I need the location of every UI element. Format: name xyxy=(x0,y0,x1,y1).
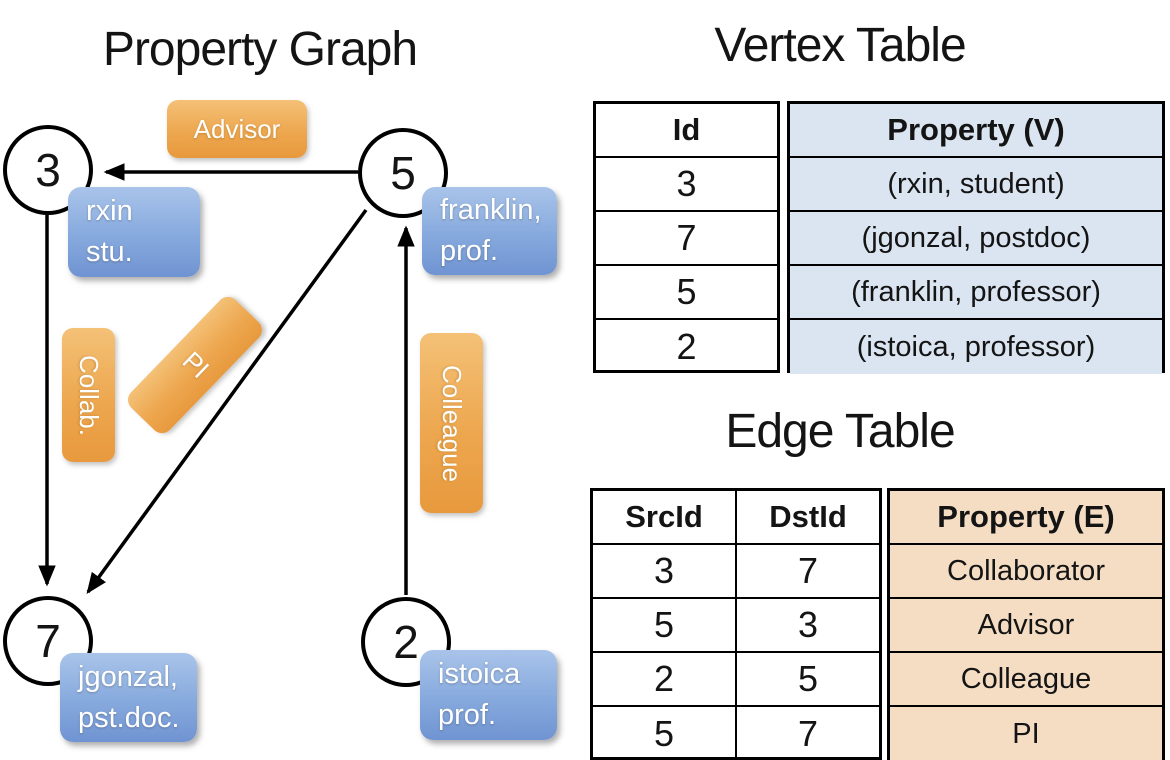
node-id-label: 7 xyxy=(35,615,61,667)
vertex-label-line1: istoica xyxy=(438,658,521,691)
vertex-label-line2: prof. xyxy=(440,235,499,267)
edge-label-pi: PI xyxy=(123,292,267,438)
edge-label-text: Advisor xyxy=(193,113,281,144)
vertex-table-property-cell: (istoica, professor) xyxy=(790,320,1162,374)
vertex-label-line1: rxin xyxy=(86,195,133,228)
edge-table-srcid-cell: 5 xyxy=(593,599,737,651)
vertex-table-id-cell: 7 xyxy=(596,212,777,266)
vertex-table-property-cell: (rxin, student) xyxy=(790,158,1162,212)
edge-label-collab: Collab. xyxy=(62,328,115,462)
node-id-label: 5 xyxy=(390,147,416,199)
edge-label-text: PI xyxy=(176,345,215,384)
node-id-label: 3 xyxy=(35,144,61,196)
vertex-table-property-column: Property (V) (rxin, student) (jgonzal, p… xyxy=(787,101,1165,374)
edge-table-srcid-cell: 2 xyxy=(593,653,737,705)
vertex-table-id-column: Id 3 7 5 2 xyxy=(593,101,780,373)
edge-table-property-column: Property (E) Collaborator Advisor Collea… xyxy=(887,488,1165,760)
edge-table-dstid-cell: 7 xyxy=(797,713,819,754)
vertex-label-franklin: franklin, prof. xyxy=(422,187,557,275)
vertex-label-jgonzal: jgonzal, pst.doc. xyxy=(60,653,197,742)
edge-table-dstid-cell: 5 xyxy=(797,658,819,699)
edge-table-id-row: 2 5 xyxy=(593,653,879,707)
edge-table-dstid-cell: 7 xyxy=(797,550,819,591)
edge-table-id-columns: SrcId DstId 3 7 5 3 2 5 5 7 xyxy=(590,488,882,760)
edge-table-dstid-cell: 3 xyxy=(797,604,819,645)
edge-table-dstid-header: DstId xyxy=(769,499,847,534)
vertex-label-line2: prof. xyxy=(438,699,497,731)
edge-table-srcid-header: SrcId xyxy=(593,491,737,543)
edge-table-property-cell: Colleague xyxy=(890,653,1162,707)
vertex-label-istoica: istoica prof. xyxy=(420,650,557,740)
vertex-table-property-header: Property (V) xyxy=(790,104,1162,158)
vertex-table-property-cell: (franklin, professor) xyxy=(790,266,1162,320)
edge-label-text: Collab. xyxy=(74,354,104,436)
edge-label-text: Colleague xyxy=(437,364,467,482)
vertex-table-id-header: Id xyxy=(596,104,777,158)
edge-table-id-header-row: SrcId DstId xyxy=(593,491,879,545)
vertex-table-property-cell: (jgonzal, postdoc) xyxy=(790,212,1162,266)
edge-label-colleague: Colleague xyxy=(420,333,483,513)
property-graph-title: Property Graph xyxy=(102,23,418,76)
vertex-label-line2: pst.doc. xyxy=(78,701,180,734)
vertex-table-title: Vertex Table xyxy=(714,19,966,72)
vertex-table-id-cell: 2 xyxy=(676,326,697,367)
vertex-label-line2: stu. xyxy=(86,236,133,268)
edge-table-id-row: 3 7 xyxy=(593,545,879,599)
vertex-label-rxin: rxin stu. xyxy=(68,187,200,277)
edge-label-advisor: Advisor xyxy=(167,100,307,158)
edge-table-srcid-cell: 5 xyxy=(593,707,737,760)
edge-table-property-cell: PI xyxy=(890,707,1162,760)
edge-table-id-row: 5 3 xyxy=(593,599,879,653)
edge-table-id-row: 5 7 xyxy=(593,707,879,760)
graph-node-3: 3 xyxy=(3,125,93,215)
edge-table-property-cell: Collaborator xyxy=(890,545,1162,599)
node-id-label: 2 xyxy=(393,616,419,668)
vertex-table-id-cell: 3 xyxy=(596,158,777,212)
edge-table-property-header: Property (E) xyxy=(890,491,1162,545)
edge-table-title: Edge Table xyxy=(725,405,955,458)
edge-table-srcid-cell: 3 xyxy=(593,545,737,597)
edge-table-property-cell: Advisor xyxy=(890,599,1162,653)
vertex-label-line1: franklin, xyxy=(440,194,542,227)
vertex-table-id-cell: 5 xyxy=(596,266,777,320)
vertex-label-line1: jgonzal, xyxy=(78,660,178,693)
